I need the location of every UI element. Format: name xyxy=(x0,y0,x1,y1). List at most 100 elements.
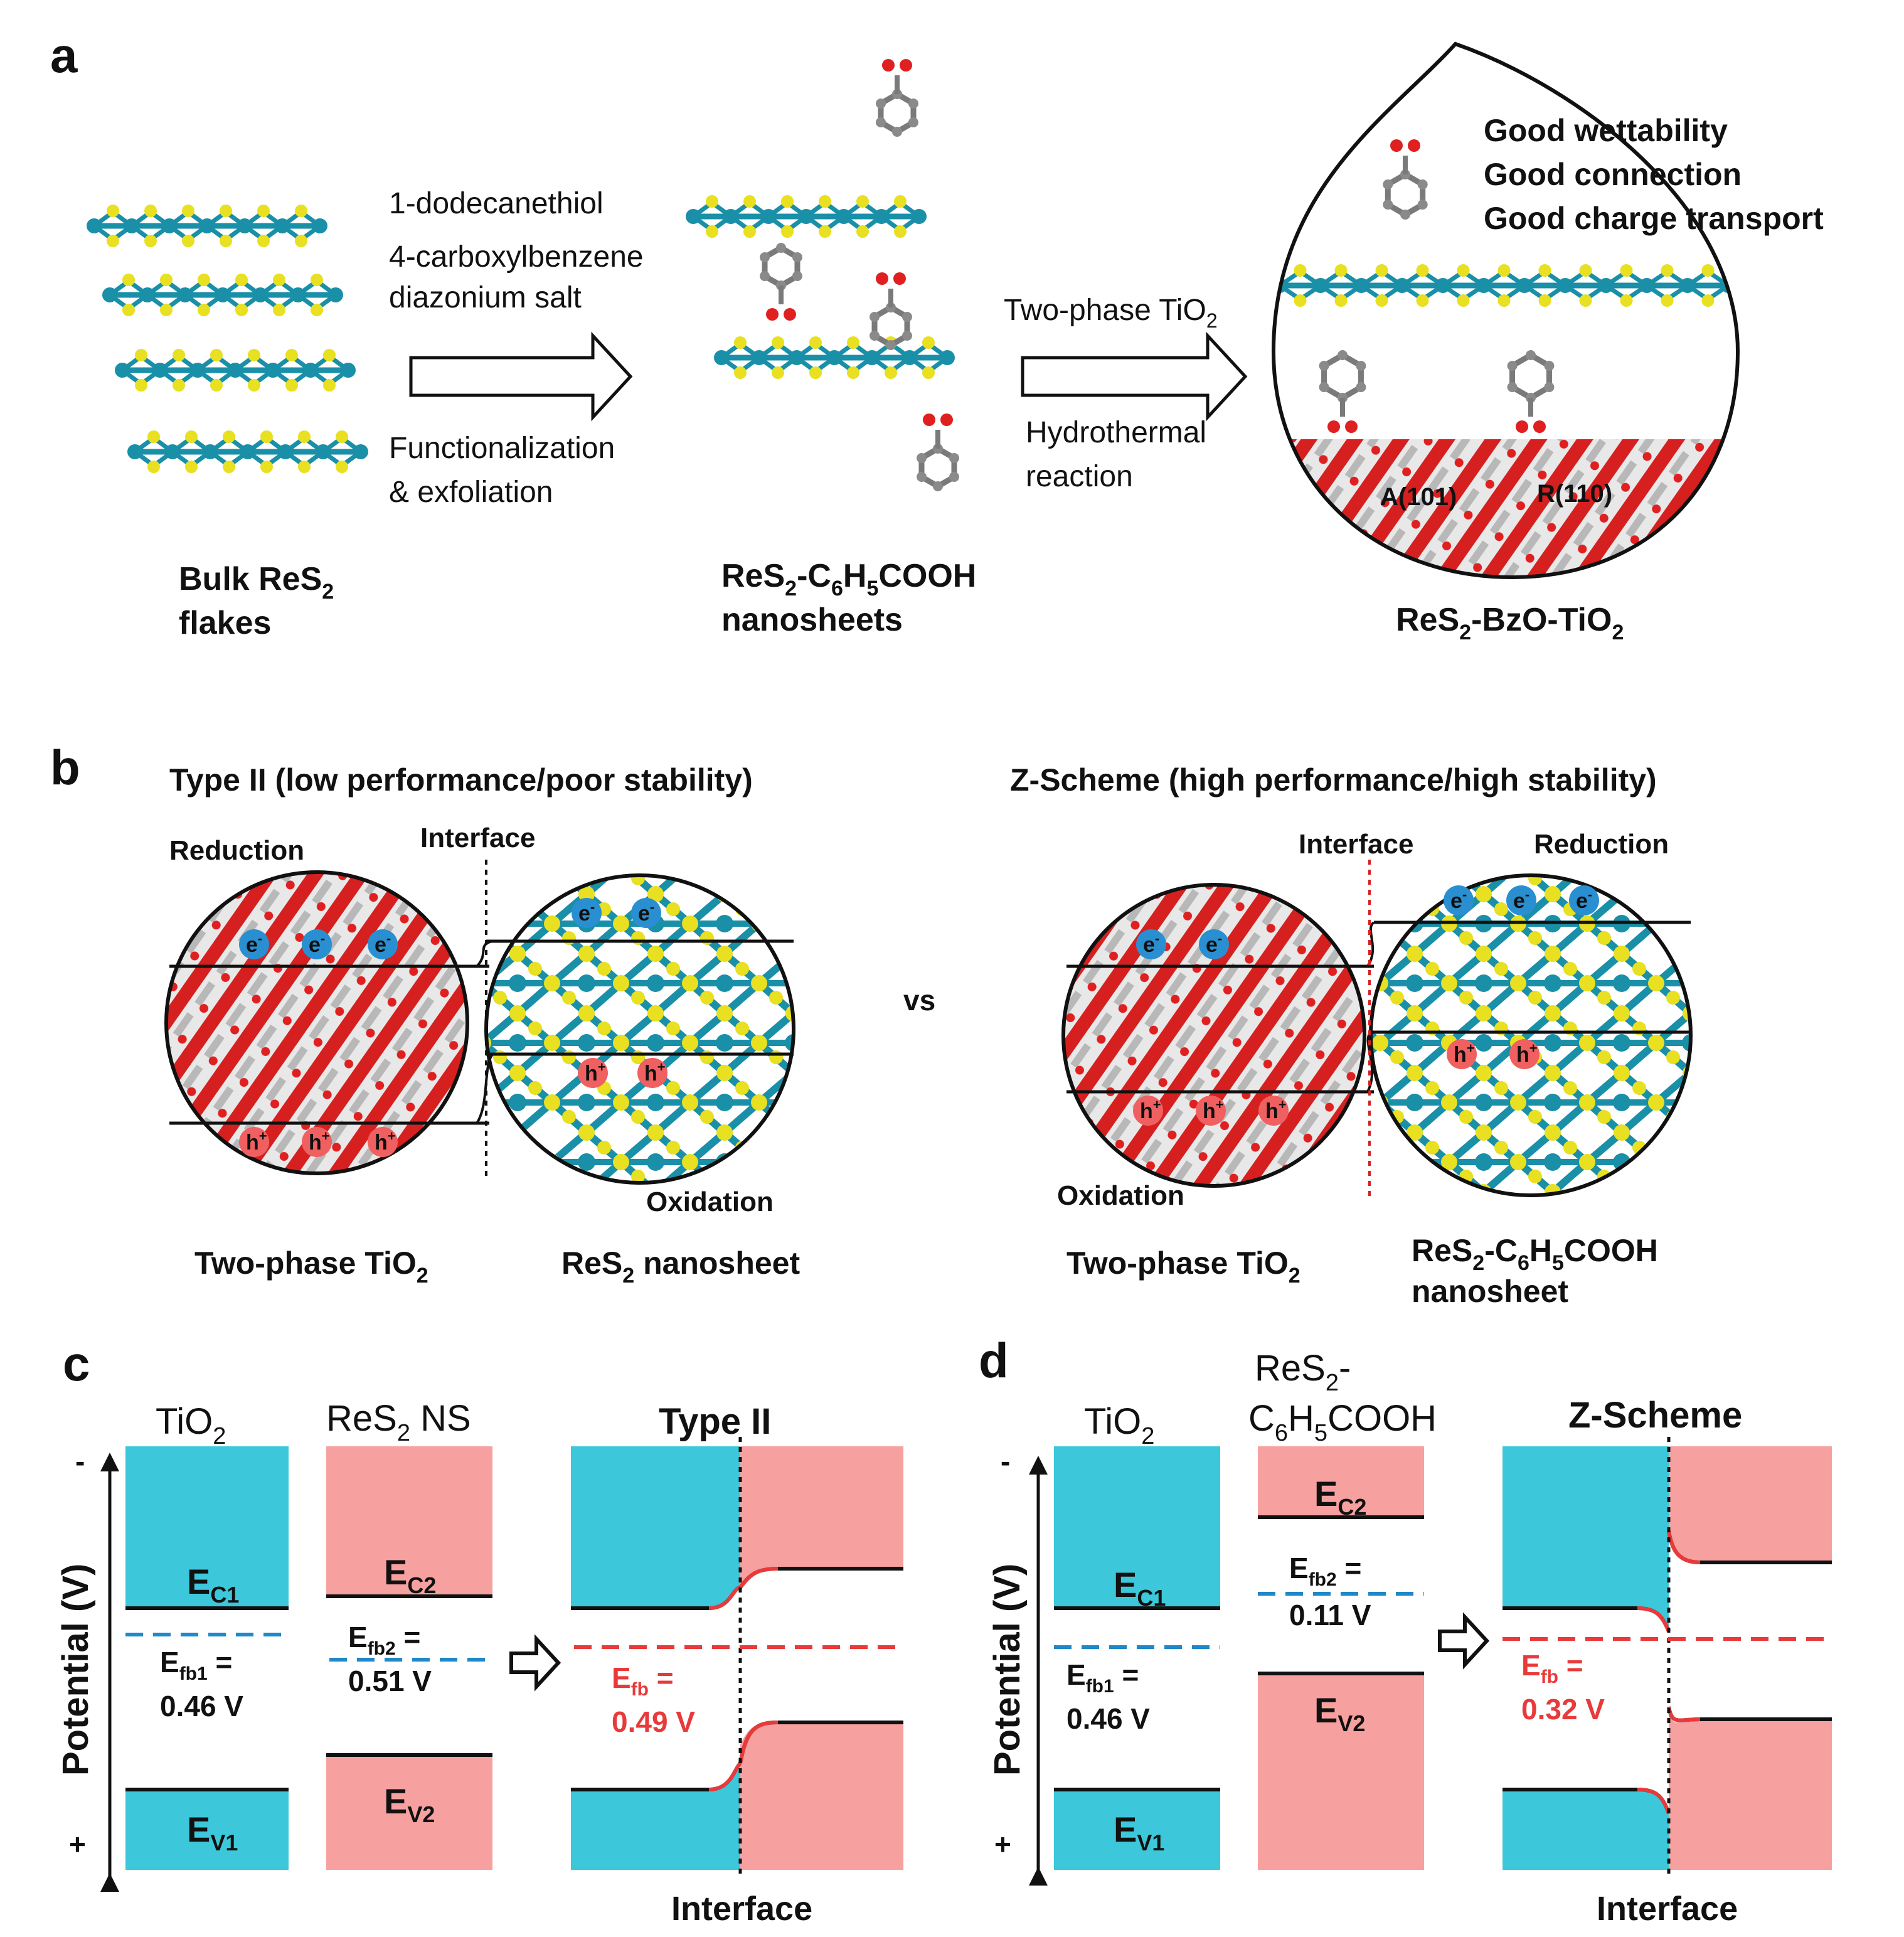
zscheme-res2-label: ReS2-C6H5COOH xyxy=(1412,1233,1658,1275)
header-zscheme: Z-Scheme xyxy=(1568,1395,1742,1436)
electron: e- xyxy=(572,898,602,928)
ec2-label-d: EC2 xyxy=(1314,1474,1366,1520)
electron: e- xyxy=(368,929,398,959)
electron: e- xyxy=(631,898,661,928)
hole: h+ xyxy=(637,1058,667,1088)
electron: e- xyxy=(239,929,269,959)
nanosheet-label-line2: nanosheets xyxy=(721,602,903,638)
svg-text:e-: e- xyxy=(1513,887,1529,913)
efb-value-type2: 0.49 V xyxy=(612,1705,695,1738)
efb1-value-c: 0.46 V xyxy=(160,1690,243,1722)
panel-d-letter: d xyxy=(979,1333,1009,1388)
axis-plus-c: + xyxy=(69,1828,86,1860)
efb-label-zscheme: Efb = xyxy=(1521,1649,1583,1687)
svg-text:e-: e- xyxy=(375,931,391,957)
ev2-label-d: EV2 xyxy=(1314,1690,1365,1736)
efb-label-type2: Efb = xyxy=(612,1662,674,1700)
benefit-charge-transport: Good charge transport xyxy=(1484,201,1824,236)
bulk-res2-label: Bulk ReS2 xyxy=(179,561,334,604)
nanosheet-lower xyxy=(714,336,955,379)
step2-process-2: reaction xyxy=(1026,460,1133,493)
svg-text:h+: h+ xyxy=(246,1128,267,1155)
zscheme-res2-label-line2: nanosheet xyxy=(1412,1274,1568,1309)
type2-band-diagram xyxy=(571,1437,903,1876)
zscheme-tio2-circle xyxy=(1061,883,1374,1188)
axis-label-c: Potential (V) xyxy=(55,1564,96,1776)
svg-text:h+: h+ xyxy=(585,1059,606,1086)
type2-reduction-label: Reduction xyxy=(169,835,304,866)
step1-reagent-3: diazonium salt xyxy=(389,281,582,314)
ev1-label-c: EV1 xyxy=(187,1810,238,1855)
facet-anatase-label: A(101) xyxy=(1380,483,1457,511)
ev2-label-c: EV2 xyxy=(384,1781,435,1827)
electron: e- xyxy=(302,929,332,959)
svg-text:e-: e- xyxy=(1576,887,1592,913)
bulk-res2-layers xyxy=(87,205,368,473)
zscheme-reduction-label: Reduction xyxy=(1534,829,1669,860)
vs-label: vs xyxy=(903,984,935,1017)
efb1-value-d: 0.46 V xyxy=(1066,1702,1150,1735)
benzoic-group xyxy=(876,59,918,137)
svg-text:h+: h+ xyxy=(309,1128,330,1155)
hole: h+ xyxy=(1133,1096,1163,1126)
hole: h+ xyxy=(1258,1096,1289,1126)
svg-text:h+: h+ xyxy=(1265,1097,1287,1123)
res2-conduction-band-d xyxy=(1258,1446,1424,1518)
step2-arrow xyxy=(1021,331,1248,422)
type2-res2-label: ReS2 nanosheet xyxy=(561,1246,800,1288)
axis-label-d: Potential (V) xyxy=(987,1564,1028,1776)
panel-b-letter: b xyxy=(50,740,80,795)
hole: h+ xyxy=(302,1127,332,1157)
svg-text:e-: e- xyxy=(578,899,595,926)
hole: h+ xyxy=(1196,1096,1226,1126)
zscheme-band-diagram xyxy=(1502,1437,1832,1876)
interface-label-d: Interface xyxy=(1597,1890,1738,1928)
type2-title: Type II (low performance/poor stability) xyxy=(169,762,753,798)
type2-tio2-circle xyxy=(164,870,489,1175)
benefit-wettability: Good wettability xyxy=(1484,113,1728,148)
efb1-label-c: Efb1 = xyxy=(160,1646,232,1684)
svg-text:e-: e- xyxy=(1450,887,1467,913)
bulk-res2-layer xyxy=(127,430,368,473)
axis-plus-d: + xyxy=(994,1828,1011,1860)
ec1-label-d: EC1 xyxy=(1114,1565,1166,1611)
arrow-c xyxy=(509,1634,561,1692)
electron: e- xyxy=(1444,885,1474,915)
header-res2-d-line2: C6H5COOH xyxy=(1248,1398,1437,1446)
svg-text:e-: e- xyxy=(309,931,325,957)
droplet-res2-sheet xyxy=(1274,264,1736,307)
svg-text:h+: h+ xyxy=(1454,1040,1475,1067)
svg-text:h+: h+ xyxy=(375,1128,396,1155)
nanosheet-upper xyxy=(686,195,927,238)
step2-process-1: Hydrothermal xyxy=(1026,416,1206,449)
step1-process-1: Functionalization xyxy=(389,432,615,465)
hole: h+ xyxy=(368,1127,398,1157)
tio2-valence-band-d xyxy=(1054,1788,1220,1870)
type2-interface-label: Interface xyxy=(420,823,535,853)
droplet-benzoic-bottom xyxy=(1319,350,1366,433)
bulk-res2-label-line2: flakes xyxy=(179,605,271,641)
header-res2-c: ReS2 NS xyxy=(326,1398,471,1446)
electron: e- xyxy=(1136,929,1166,959)
panel-a-letter: a xyxy=(50,28,78,83)
axis-minus-d: - xyxy=(1001,1445,1010,1478)
electron: e- xyxy=(1199,929,1229,959)
hole: h+ xyxy=(578,1058,608,1088)
res2-valence-band-c xyxy=(326,1754,492,1870)
header-tio2-c: TiO2 xyxy=(156,1401,226,1449)
benzoic-group xyxy=(917,414,959,491)
panel-a: a Bulk ReS2 flakes 1-dodecanethiol 4-car… xyxy=(50,28,1824,644)
step1-reagent-1: 1-dodecanethiol xyxy=(389,187,604,220)
efb1-label-d: Efb1 = xyxy=(1066,1658,1139,1697)
nanosheet-label: ReS2-C6H5COOH xyxy=(721,558,976,600)
efb2-value-c: 0.51 V xyxy=(348,1665,432,1697)
benzoic-group xyxy=(760,243,802,321)
functionalized-nanosheets xyxy=(686,59,959,491)
step2-reagent: Two-phase TiO2 xyxy=(1004,294,1218,332)
svg-text:e-: e- xyxy=(246,931,262,957)
res2-conduction-band-c xyxy=(326,1446,492,1597)
header-res2-d-line1: ReS2- xyxy=(1255,1348,1351,1396)
res2-valence-band-d xyxy=(1258,1672,1424,1870)
electron: e- xyxy=(1506,885,1536,915)
